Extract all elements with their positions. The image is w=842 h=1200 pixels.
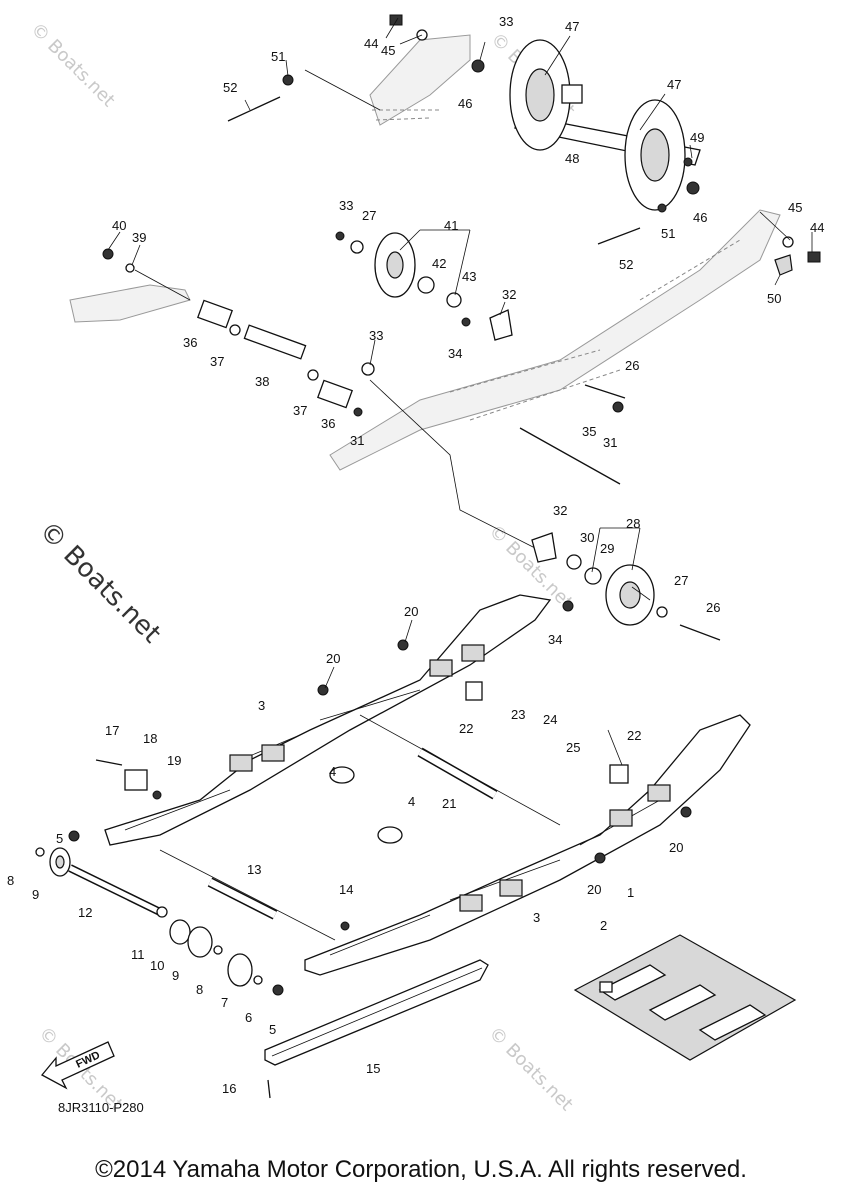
callout-8: 8	[7, 873, 14, 888]
callout-5: 5	[269, 1022, 276, 1037]
callout-32: 32	[502, 287, 516, 302]
callout-4: 4	[408, 794, 415, 809]
callout-26: 26	[625, 358, 639, 373]
callout-45: 45	[381, 43, 395, 58]
callout-21: 21	[442, 796, 456, 811]
callout-52: 52	[223, 80, 237, 95]
cross-shafts	[196, 299, 626, 549]
fwd-arrow: FWD	[40, 1041, 115, 1090]
slide-rail-back	[104, 594, 552, 846]
slide-runner	[264, 959, 489, 1099]
track-section	[573, 934, 797, 1061]
callout-3: 3	[533, 910, 540, 925]
callout-6: 6	[245, 1010, 252, 1025]
callout-40: 40	[112, 218, 126, 233]
callout-32: 32	[553, 503, 567, 518]
callout-33: 33	[369, 328, 383, 343]
callout-44: 44	[810, 220, 824, 235]
callout-7: 7	[221, 995, 228, 1010]
mid-idler-assembly	[102, 231, 513, 341]
middle-rail-ghost	[69, 209, 781, 471]
callout-51: 51	[661, 226, 675, 241]
callout-41: 41	[444, 218, 458, 233]
callout-labels: 44 45 33 47 51 52 46 47 48 49 46 51 45 4…	[7, 14, 824, 1096]
rear-wheel-assembly	[35, 759, 350, 996]
callout-10: 10	[150, 958, 164, 973]
callout-9: 9	[32, 887, 39, 902]
callout-37: 37	[293, 403, 307, 418]
callout-47: 47	[565, 19, 579, 34]
callout-37: 37	[210, 354, 224, 369]
callout-51: 51	[271, 49, 285, 64]
callout-31: 31	[350, 433, 364, 448]
callout-9: 9	[172, 968, 179, 983]
callout-29: 29	[600, 541, 614, 556]
callout-46: 46	[458, 96, 472, 111]
callout-45: 45	[788, 200, 802, 215]
callout-17: 17	[105, 723, 119, 738]
callout-47: 47	[667, 77, 681, 92]
callout-36: 36	[321, 416, 335, 431]
callout-18: 18	[143, 731, 157, 746]
callout-27: 27	[674, 573, 688, 588]
watermark-group: © Boats.net © Boats.net © Boats.net © Bo…	[26, 19, 578, 1115]
callout-25: 25	[566, 740, 580, 755]
rear-axle-assembly	[227, 14, 821, 276]
callout-20: 20	[669, 840, 683, 855]
callout-1: 1	[627, 885, 634, 900]
callout-5: 5	[56, 831, 63, 846]
callout-52: 52	[619, 257, 633, 272]
callout-22: 22	[627, 728, 641, 743]
callout-33: 33	[499, 14, 513, 29]
callout-39: 39	[132, 230, 146, 245]
callout-34: 34	[548, 632, 562, 647]
callout-8: 8	[196, 982, 203, 997]
callout-28: 28	[626, 516, 640, 531]
callout-34: 34	[448, 346, 462, 361]
watermark-large: © Boats.net	[33, 516, 166, 649]
copyright-notice: ©2014 Yamaha Motor Corporation, U.S.A. A…	[95, 1156, 747, 1183]
leader-lines	[107, 17, 813, 766]
callout-38: 38	[255, 374, 269, 389]
callout-15: 15	[366, 1061, 380, 1076]
callout-23: 23	[511, 707, 525, 722]
callout-20: 20	[326, 651, 340, 666]
callout-36: 36	[183, 335, 197, 350]
callout-31: 31	[603, 435, 617, 450]
callout-49: 49	[690, 130, 704, 145]
callout-20: 20	[587, 882, 601, 897]
callout-27: 27	[362, 208, 376, 223]
callout-44: 44	[364, 36, 378, 51]
callout-19: 19	[167, 753, 181, 768]
callout-46: 46	[693, 210, 707, 225]
callout-2: 2	[600, 918, 607, 933]
callout-16: 16	[222, 1081, 236, 1096]
callout-20: 20	[404, 604, 418, 619]
rail-cross-shafts	[68, 714, 561, 941]
callout-50: 50	[767, 291, 781, 306]
watermark-top-left: © Boats.net	[26, 19, 118, 111]
callout-35: 35	[582, 424, 596, 439]
callout-3: 3	[258, 698, 265, 713]
callout-22: 22	[459, 721, 473, 736]
callout-26: 26	[706, 600, 720, 615]
callout-11: 11	[131, 947, 145, 962]
callout-13: 13	[247, 862, 261, 877]
diagram-code: 8JR3110-P280	[58, 1100, 144, 1115]
callout-14: 14	[339, 882, 353, 897]
watermark-bottom-center: © Boats.net	[484, 1023, 576, 1115]
callout-48: 48	[565, 151, 579, 166]
callout-30: 30	[580, 530, 594, 545]
callout-33: 33	[339, 198, 353, 213]
callout-43: 43	[462, 269, 476, 284]
slide-rail-front	[68, 714, 751, 976]
callout-42: 42	[432, 256, 446, 271]
callout-12: 12	[78, 905, 92, 920]
callout-4: 4	[329, 764, 336, 779]
callout-24: 24	[543, 712, 557, 727]
